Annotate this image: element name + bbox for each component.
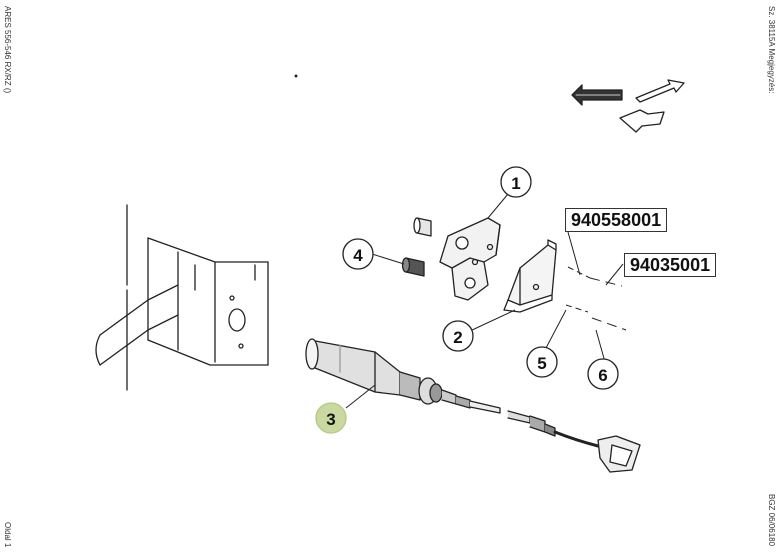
part-3-gas-strut bbox=[305, 338, 641, 473]
part-1-hinge-plate bbox=[439, 217, 501, 301]
callout-6: 6 bbox=[587, 358, 619, 390]
part-4-bushings bbox=[401, 217, 432, 277]
direction-arrows-icon bbox=[571, 79, 685, 133]
callout-4-label: 4 bbox=[353, 246, 363, 265]
frame-structure bbox=[95, 204, 269, 391]
leader-lines bbox=[345, 193, 627, 409]
callout-3-label: 3 bbox=[326, 410, 335, 429]
part-number-ref-a: 940558001 bbox=[565, 208, 668, 232]
callout-2: 2 bbox=[442, 320, 474, 352]
callout-1-label: 1 bbox=[511, 174, 520, 193]
callout-5: 5 bbox=[526, 346, 558, 378]
callout-5-label: 5 bbox=[537, 354, 546, 373]
callout-2-label: 2 bbox=[453, 328, 462, 347]
part-number-ref-b: 94035001 bbox=[624, 253, 717, 277]
part-2-bracket bbox=[503, 239, 557, 313]
callout-1: 1 bbox=[500, 166, 532, 198]
callout-4: 4 bbox=[342, 238, 374, 270]
callout-6-label: 6 bbox=[598, 366, 607, 385]
callout-3: 3 bbox=[315, 402, 347, 434]
